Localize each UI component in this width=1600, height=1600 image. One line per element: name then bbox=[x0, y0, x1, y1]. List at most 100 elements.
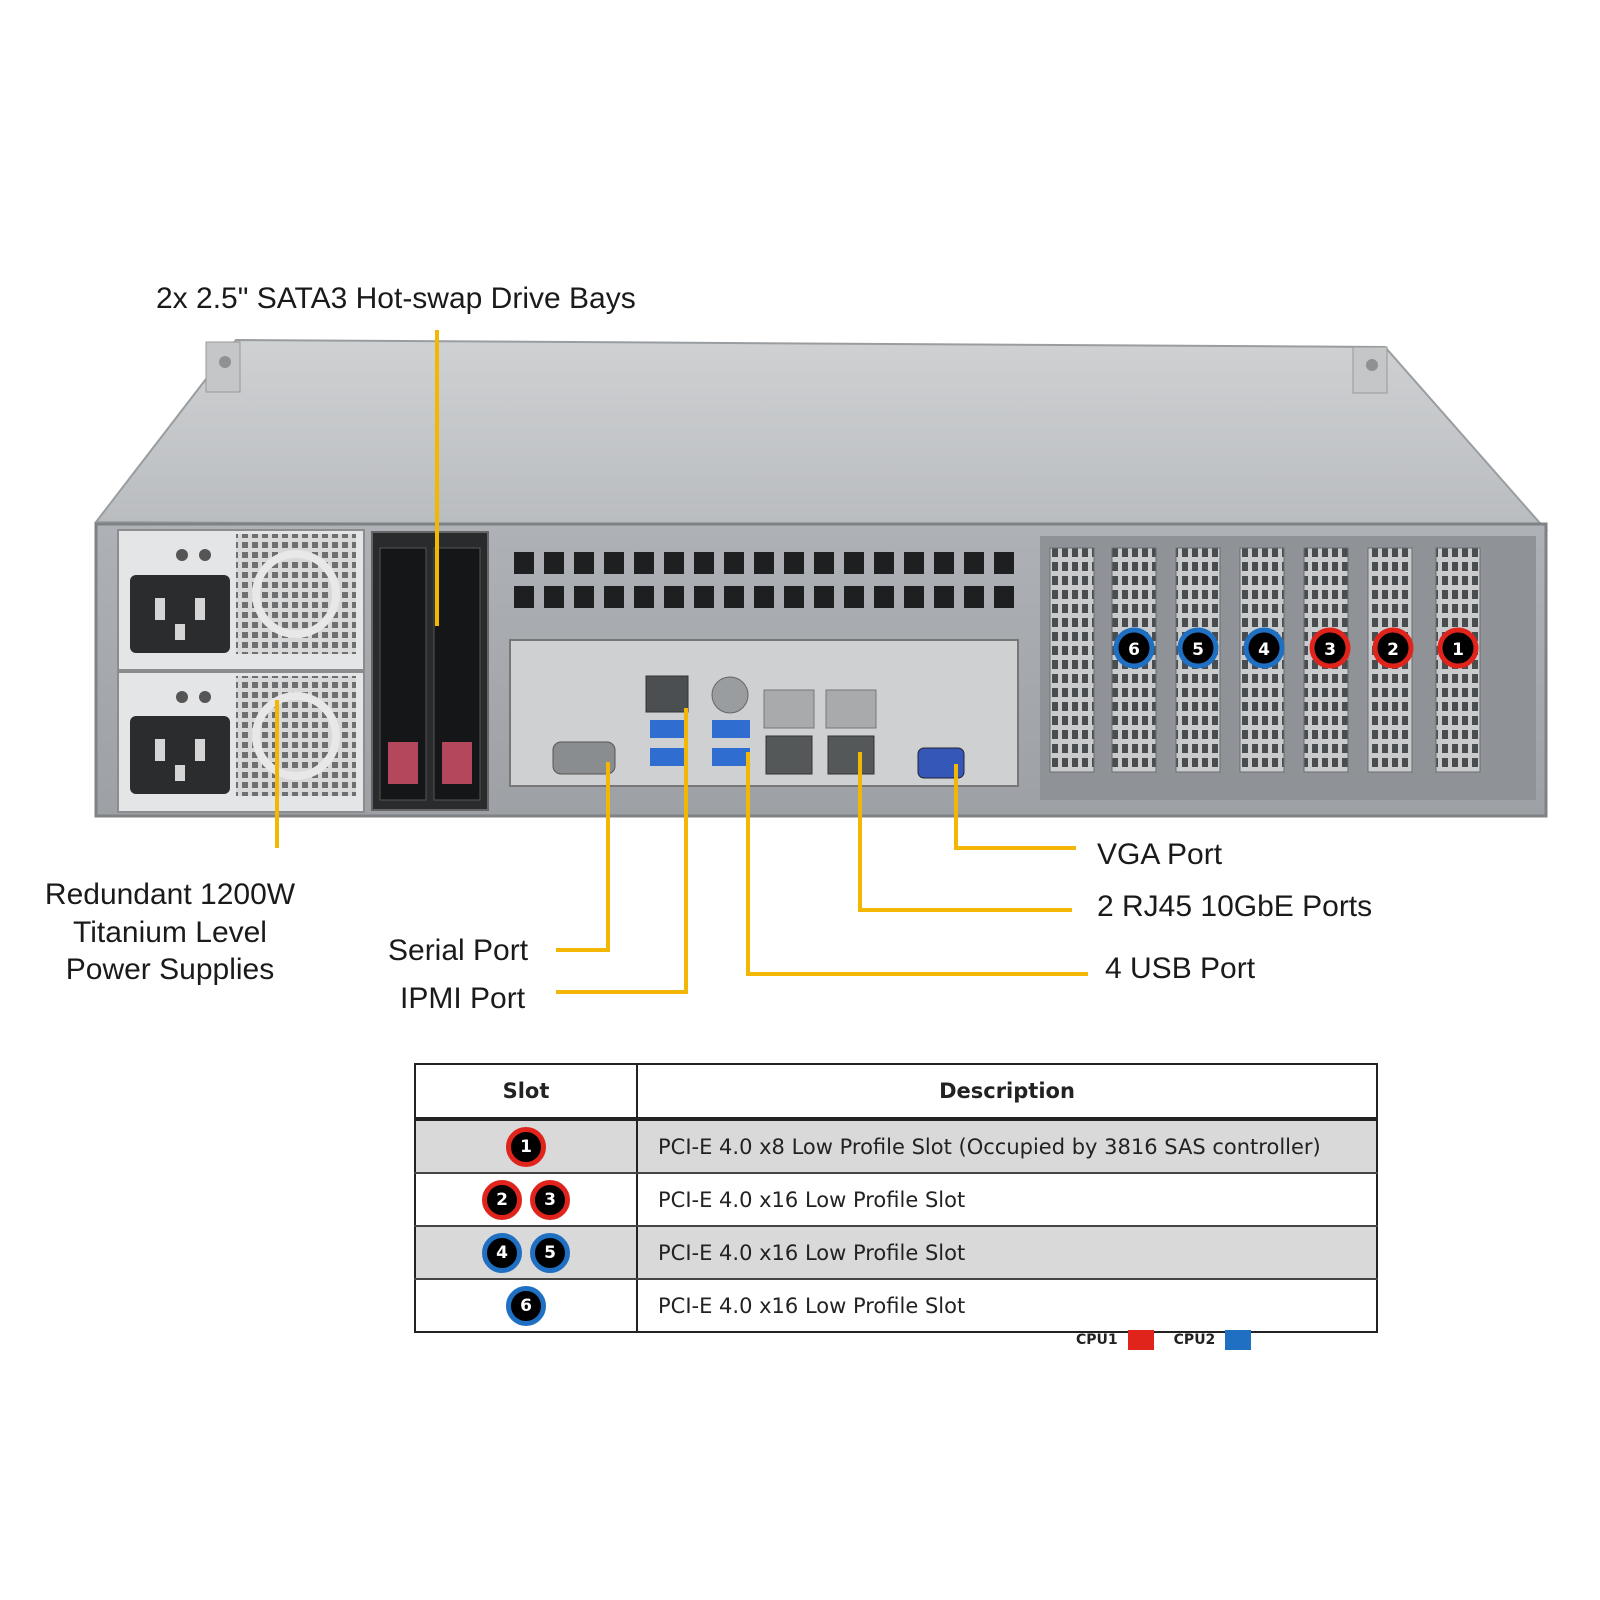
vent-hole bbox=[724, 552, 744, 574]
vent-hole bbox=[874, 586, 894, 608]
usb-port bbox=[712, 720, 750, 738]
pcie-slot-badge bbox=[1372, 627, 1414, 669]
vent-hole bbox=[784, 552, 804, 574]
cpu-legend: CPU1 CPU2 bbox=[1076, 1330, 1271, 1350]
power-supply-1 bbox=[117, 529, 365, 671]
description-cell: PCI-E 4.0 x16 Low Profile Slot bbox=[637, 1226, 1378, 1280]
vent-hole bbox=[964, 552, 984, 574]
pcie-slot-number: 6 bbox=[1128, 640, 1140, 660]
description-cell: PCI-E 4.0 x8 Low Profile Slot (Occupied … bbox=[637, 1119, 1378, 1174]
slot-cell: 6 bbox=[414, 1279, 638, 1333]
slot-badge: 6 bbox=[506, 1285, 546, 1326]
pcie-slot-number: 5 bbox=[1192, 640, 1204, 660]
table-row: 6 PCI-E 4.0 x16 Low Profile Slot bbox=[414, 1279, 1378, 1333]
vent-hole bbox=[964, 586, 984, 608]
slot-badge: 1 bbox=[506, 1126, 546, 1167]
vent-hole bbox=[544, 586, 564, 608]
leader-lines bbox=[275, 330, 1088, 994]
vent-hole bbox=[934, 552, 954, 574]
serial-port-label: Serial Port bbox=[388, 934, 529, 967]
description-cell: PCI-E 4.0 x16 Low Profile Slot bbox=[637, 1279, 1378, 1333]
io-shield bbox=[509, 639, 1019, 787]
vent-hole bbox=[634, 586, 654, 608]
rj45-port bbox=[763, 689, 815, 729]
slot-badge: 5 bbox=[530, 1232, 570, 1273]
usb-port bbox=[712, 748, 750, 766]
vent-hole bbox=[604, 552, 624, 574]
vent-hole bbox=[784, 586, 804, 608]
vent-hole bbox=[994, 552, 1014, 574]
vent-hole bbox=[994, 586, 1014, 608]
pcie-slot-table: Slot Description 1 PCI-E 4.0 x8 Low Profi… bbox=[414, 1063, 1378, 1333]
vga-port-label: VGA Port bbox=[1097, 838, 1223, 871]
ipmi-port bbox=[645, 675, 689, 713]
pcie-slot-badge bbox=[1437, 627, 1479, 669]
usb-port bbox=[650, 748, 688, 766]
vent-hole bbox=[844, 552, 864, 574]
vent-hole bbox=[814, 552, 834, 574]
rj45-ports-label: 2 RJ45 10GbE Ports bbox=[1097, 890, 1373, 923]
table-header-row: Slot Description bbox=[414, 1063, 1378, 1121]
slot-badge: 2 bbox=[482, 1179, 522, 1220]
power-supply-2 bbox=[117, 671, 365, 813]
vent-hole bbox=[904, 586, 924, 608]
pcie-slot-badge bbox=[1177, 627, 1219, 669]
vent-hole bbox=[544, 552, 564, 574]
drive-bays-label: 2x 2.5" SATA3 Hot-swap Drive Bays bbox=[156, 282, 636, 315]
vent-hole bbox=[664, 586, 684, 608]
vent-hole bbox=[574, 586, 594, 608]
serial-port bbox=[552, 741, 616, 775]
vent-grille bbox=[514, 552, 1014, 608]
vent-hole bbox=[694, 586, 714, 608]
vent-hole bbox=[814, 586, 834, 608]
description-cell: PCI-E 4.0 x16 Low Profile Slot bbox=[637, 1173, 1378, 1227]
slot-badge: 3 bbox=[530, 1179, 570, 1220]
power-supplies-label-line: Power Supplies bbox=[65, 953, 275, 986]
power-supplies-label-line: Titanium Level bbox=[73, 915, 267, 949]
pcie-slot-bracket bbox=[1049, 547, 1095, 773]
chassis-top-cover bbox=[93, 338, 1549, 532]
pcie-slot-badge bbox=[1113, 627, 1155, 669]
vent-hole bbox=[754, 552, 774, 574]
vent-hole bbox=[514, 586, 534, 608]
pcie-slot-number: 1 bbox=[1452, 640, 1464, 660]
vga-port bbox=[917, 747, 965, 779]
vent-hole bbox=[754, 586, 774, 608]
legend-label-cpu1: CPU1 bbox=[1076, 1332, 1118, 1348]
vent-hole bbox=[664, 552, 684, 574]
legend-swatch-cpu2 bbox=[1225, 1330, 1252, 1350]
vent-hole bbox=[844, 586, 864, 608]
column-header-slot: Slot bbox=[414, 1063, 638, 1121]
pcie-slot-badge bbox=[1309, 627, 1351, 669]
vent-hole bbox=[604, 586, 624, 608]
usb-port-label: 4 USB Port bbox=[1105, 952, 1256, 985]
slot-cell: 1 bbox=[414, 1119, 638, 1174]
pcie-slots: 6 5 4 3 2 1 bbox=[1040, 536, 1536, 800]
vent-hole bbox=[724, 586, 744, 608]
table-row: 1 PCI-E 4.0 x8 Low Profile Slot (Occupied… bbox=[414, 1119, 1378, 1174]
pcie-slot-number: 4 bbox=[1258, 640, 1270, 660]
usb-port bbox=[650, 720, 688, 738]
power-supplies-label: Redundant 1200W Titanium Level Power Sup… bbox=[38, 876, 302, 989]
column-header-description: Description bbox=[637, 1063, 1378, 1121]
vent-hole bbox=[514, 552, 534, 574]
pcie-slot-number: 2 bbox=[1387, 640, 1399, 660]
slot-badge: 4 bbox=[482, 1232, 522, 1273]
vent-hole bbox=[574, 552, 594, 574]
vent-hole bbox=[874, 552, 894, 574]
pcie-slot-badge bbox=[1243, 627, 1285, 669]
legend-label-cpu2: CPU2 bbox=[1173, 1332, 1216, 1348]
legend-swatch-cpu1 bbox=[1127, 1330, 1154, 1350]
vent-hole bbox=[634, 552, 654, 574]
power-supplies-label-line: Redundant 1200W bbox=[44, 878, 296, 911]
vent-hole bbox=[904, 552, 924, 574]
drive-bays bbox=[371, 531, 489, 811]
pcie-slot-number: 3 bbox=[1324, 640, 1336, 660]
ipmi-port-label: IPMI Port bbox=[400, 982, 526, 1015]
rj45-port bbox=[825, 689, 877, 729]
